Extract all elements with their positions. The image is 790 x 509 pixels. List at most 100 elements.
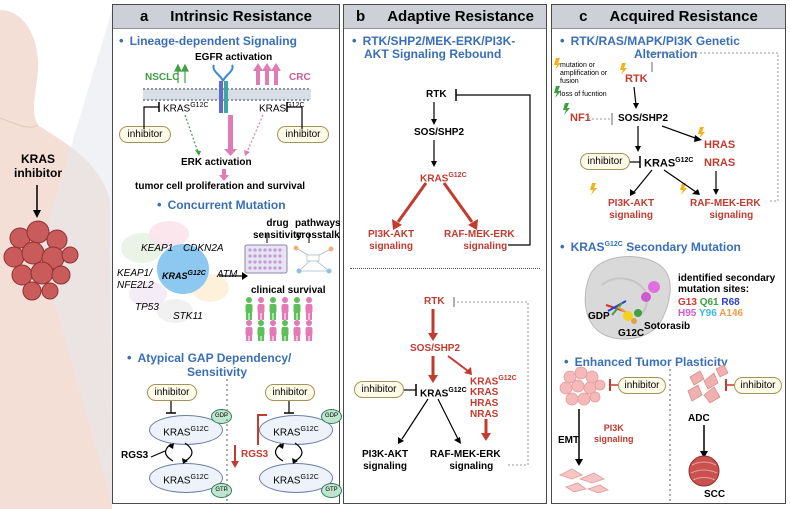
kras-gdp-left: KRASG12C bbox=[149, 415, 223, 445]
section-concurrent-mutation: •Concurrent Mutation bbox=[157, 197, 286, 212]
section-genetic-alternation: •RTK/RAS/MAPK/PI3K Genetic bbox=[560, 33, 740, 48]
kras-center-circle bbox=[157, 244, 209, 294]
kras-gtp-left: KRASG12C bbox=[149, 463, 223, 493]
clinical-survival-label: clinical survival bbox=[251, 285, 326, 296]
lightning-green-icon bbox=[554, 86, 561, 98]
adc-cells-icon bbox=[687, 364, 729, 404]
kras-gtp-right: KRASG12C bbox=[259, 463, 333, 493]
c-hras: HRAS bbox=[704, 139, 736, 151]
section-signaling-rebound-line2: AKT Signaling Rebound bbox=[364, 47, 502, 61]
tumor-icon bbox=[3, 220, 79, 301]
gene-stk11: STK11 bbox=[173, 311, 203, 322]
inhibitor-pill-gap-left: inhibitor bbox=[147, 384, 197, 401]
inhibitor-pill-c3b: inhibitor bbox=[734, 377, 782, 394]
lineage-pathway-arrows bbox=[143, 63, 311, 181]
drug-label: KRAS inhibitor bbox=[14, 152, 62, 180]
gdp-badge-right: GDP bbox=[321, 409, 342, 424]
gene-kras-center: KRASG12C bbox=[162, 270, 206, 281]
top-rtk: RTK bbox=[426, 89, 447, 100]
gdp-label: GDP bbox=[588, 311, 610, 322]
lightning-yellow-icon bbox=[554, 58, 561, 70]
section-signaling-rebound: •RTK/SHP2/MEK-ERK/PI3K- bbox=[352, 33, 516, 48]
patient-illustration: KRAS inhibitor bbox=[0, 0, 112, 509]
c-rtk: RTK bbox=[625, 73, 648, 85]
gene-keap1: KEAP1 bbox=[141, 243, 174, 254]
c-sos-shp2: SOS/SHP2 bbox=[618, 113, 669, 124]
gene-cdkn2a: CDKN2A bbox=[183, 243, 224, 254]
c-nras: NRAS bbox=[704, 157, 736, 169]
mesenchymal-cells-icon bbox=[558, 468, 609, 494]
sotorasib-label: Sotorasib bbox=[644, 321, 691, 332]
inhibitor-pill-c3a: inhibitor bbox=[618, 377, 666, 394]
adaptive-pathway-arrows bbox=[392, 89, 531, 466]
bottom-sos-shp2: SOS/SHP2 bbox=[410, 343, 461, 354]
nsclc-label: NSCLC bbox=[145, 72, 180, 83]
patients-icon bbox=[245, 297, 313, 341]
rgs3-left-label: RGS3 bbox=[121, 450, 149, 461]
g12c-label: G12C bbox=[618, 328, 645, 339]
drug-plate-icon bbox=[244, 244, 288, 274]
secondary-mutation-site: Y96 bbox=[698, 308, 717, 319]
adenocarcinoma-cells-icon bbox=[559, 366, 606, 406]
kras-right-label: KRASG12C bbox=[259, 102, 305, 115]
gene-atm: ATM bbox=[217, 269, 238, 280]
inhibitor-pill-c1: inhibitor bbox=[580, 153, 630, 170]
inhibitor-pill-gap-right: inhibitor bbox=[265, 384, 315, 401]
inhibitor-pill-left: inhibitor bbox=[119, 126, 171, 143]
mutation-venn bbox=[113, 211, 243, 323]
secondary-mutation-site: A146 bbox=[719, 308, 744, 319]
crc-label: CRC bbox=[289, 72, 311, 83]
inhibitor-pill-b: inhibitor bbox=[354, 381, 404, 398]
top-kras: KRASG12C bbox=[420, 172, 467, 185]
gap-dependency-arrows bbox=[150, 379, 303, 501]
section-genetic-alternation-line2: Alternation bbox=[634, 47, 698, 61]
section-tumor-plasticity: •Enhanced Tumor Plasticity bbox=[564, 354, 728, 369]
section-gap-dependency-line2: Sensitivity bbox=[187, 365, 248, 379]
top-sos-shp2: SOS/SHP2 bbox=[414, 127, 465, 138]
bottom-rtk: RTK bbox=[424, 296, 445, 307]
egfr-receptor-icon bbox=[212, 64, 234, 113]
rgs3-right-label: RGS3 bbox=[241, 449, 269, 460]
bottom-mut-list: KRASG12C KRAS HRAS NRAS bbox=[470, 375, 517, 421]
egfr-activation-label: EGFR activation bbox=[195, 52, 273, 63]
secondary-mutation-site: H95 bbox=[678, 308, 697, 319]
gene-keap1-nfe2l2: KEAP1/NFE2L2 bbox=[117, 268, 154, 291]
kras-gdp-right: KRASG12C bbox=[259, 415, 333, 445]
emt-label: EMT bbox=[558, 435, 580, 446]
acquired-pathway-arrows bbox=[554, 52, 779, 202]
secondary-mutation-site: Q61 bbox=[699, 297, 719, 308]
c-kras: KRASG12C bbox=[644, 157, 694, 170]
bottom-kras-wt: KRASG12C bbox=[420, 387, 467, 400]
gene-tp53: TP53 bbox=[135, 302, 159, 313]
scc-cells-icon bbox=[688, 455, 720, 487]
outcome-label: tumor cell proliferation and survival bbox=[135, 181, 306, 192]
kras-left-label: KRASG12C bbox=[163, 102, 209, 115]
scc-label: SCC bbox=[704, 489, 726, 500]
secondary-mutation-site: R68 bbox=[721, 297, 740, 308]
secondary-mutation-site: G13 bbox=[678, 297, 697, 308]
section-lineage-signaling: •Lineage-dependent Signaling bbox=[119, 33, 297, 48]
adc-label: ADC bbox=[688, 413, 710, 424]
gtp-badge-right: GTP bbox=[321, 483, 342, 498]
plasticity-graphics bbox=[558, 364, 734, 501]
section-gap-dependency: •Atypical GAP Dependency/ bbox=[127, 350, 292, 365]
panel-b-divider bbox=[350, 268, 540, 269]
concurrent-mutation-graphics bbox=[219, 234, 334, 341]
c-nf1: NF1 bbox=[570, 112, 591, 124]
inhibitor-pill-right: inhibitor bbox=[277, 126, 329, 143]
legend-loss: loss of fucntion bbox=[560, 91, 607, 98]
secondary-mut-list: G13 Q61 R68 H95 Y96 A146 bbox=[678, 297, 743, 319]
